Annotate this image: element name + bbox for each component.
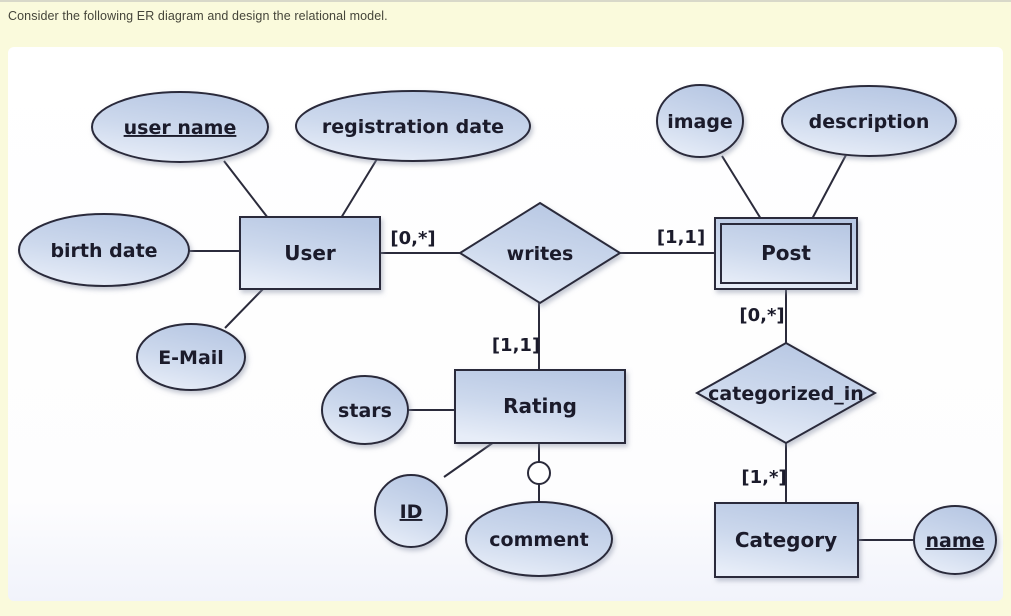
cardinality-writes-rating: [1,1]	[492, 335, 540, 356]
cardinality-user-writes: [0,*]	[390, 228, 435, 249]
instruction-text: Consider the following ER diagram and de…	[8, 9, 388, 23]
attribute-comment-label: comment	[489, 529, 588, 551]
attribute-image-ellipse	[656, 84, 744, 158]
relationship-writes-label: writes	[507, 243, 574, 265]
edge-user-email	[224, 288, 264, 329]
attribute-registration-date-ellipse	[295, 90, 531, 162]
window-top-border	[0, 0, 1011, 2]
relationship-categorized-in-label: categorized_in	[708, 383, 864, 405]
entity-rating-box	[454, 369, 626, 444]
attribute-description-ellipse	[781, 85, 957, 157]
attribute-user-name-label: user name	[124, 117, 237, 139]
edge-image-post	[721, 155, 762, 220]
attribute-id-label: ID	[400, 501, 423, 523]
relationship-categorized-in-diamond	[694, 341, 878, 445]
cardinality-post-categorizedin: [0,*]	[739, 305, 784, 326]
attribute-email-ellipse	[136, 323, 246, 391]
relationship-writes-diamond	[458, 201, 622, 305]
shapes	[18, 84, 997, 578]
entity-category-label: Category	[735, 528, 837, 552]
labels: user name registration date birth date E…	[50, 111, 984, 552]
attribute-description-label: description	[809, 111, 930, 133]
attribute-registration-date-label: registration date	[322, 116, 504, 138]
attribute-image-label: image	[667, 111, 733, 133]
entity-rating-label: Rating	[503, 394, 577, 418]
entity-post-inner-border	[720, 223, 852, 284]
diagram-background	[8, 47, 1003, 601]
edge-username-user	[223, 160, 269, 219]
edge-description-post	[811, 154, 847, 220]
edge-rating-id	[443, 441, 495, 478]
attribute-name-label: name	[925, 530, 984, 552]
attribute-user-name-ellipse	[91, 91, 269, 163]
attribute-birth-date-ellipse	[18, 213, 190, 287]
edges	[188, 154, 916, 541]
entity-user-box	[239, 216, 381, 290]
attribute-email-label: E-Mail	[158, 347, 224, 369]
attribute-birth-date-label: birth date	[50, 240, 157, 262]
entity-post-box	[714, 217, 858, 290]
attribute-id-circle	[374, 474, 448, 548]
entity-user-label: User	[284, 241, 336, 265]
attribute-stars-ellipse	[321, 375, 409, 445]
entity-post-label: Post	[761, 241, 811, 265]
edge-registrationdate-user	[340, 158, 378, 219]
entity-category-box	[714, 502, 859, 578]
cardinality-writes-post: [1,1]	[657, 227, 705, 248]
attribute-stars-label: stars	[338, 400, 392, 422]
attribute-comment-ellipse	[465, 501, 613, 577]
optional-attribute-marker	[527, 461, 551, 485]
attribute-name-circle	[913, 505, 997, 575]
cardinality-categorizedin-category: [1,*]	[741, 467, 786, 488]
